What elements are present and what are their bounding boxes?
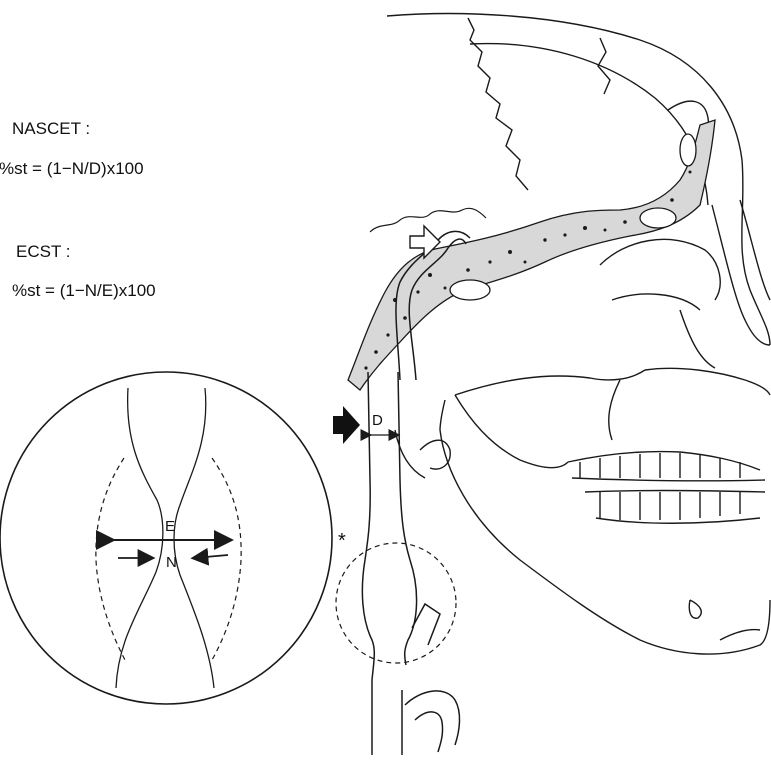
bifurcation-dashed-circle <box>336 543 456 663</box>
label-e: E <box>165 518 175 535</box>
internal-carotid-right-wall <box>398 372 410 560</box>
normal-lumen-dashed-right <box>212 458 241 660</box>
magnified-stenosis-circle: E N <box>0 372 332 704</box>
skull-base-bone <box>348 120 715 390</box>
n-arrow-right <box>194 555 228 558</box>
label-n: N <box>166 554 177 571</box>
normal-lumen-dashed-left <box>96 458 125 660</box>
magnifier-circle <box>0 372 332 704</box>
pointer-arrow-black <box>333 406 360 444</box>
asterisk-marker: * <box>338 530 346 552</box>
stenosis-wall-right <box>174 388 214 688</box>
skull-illustration <box>387 14 770 654</box>
label-d: D <box>372 412 383 429</box>
sella-outline <box>370 208 486 232</box>
stenosis-wall-left <box>116 388 163 688</box>
internal-carotid-left-wall <box>365 372 370 560</box>
